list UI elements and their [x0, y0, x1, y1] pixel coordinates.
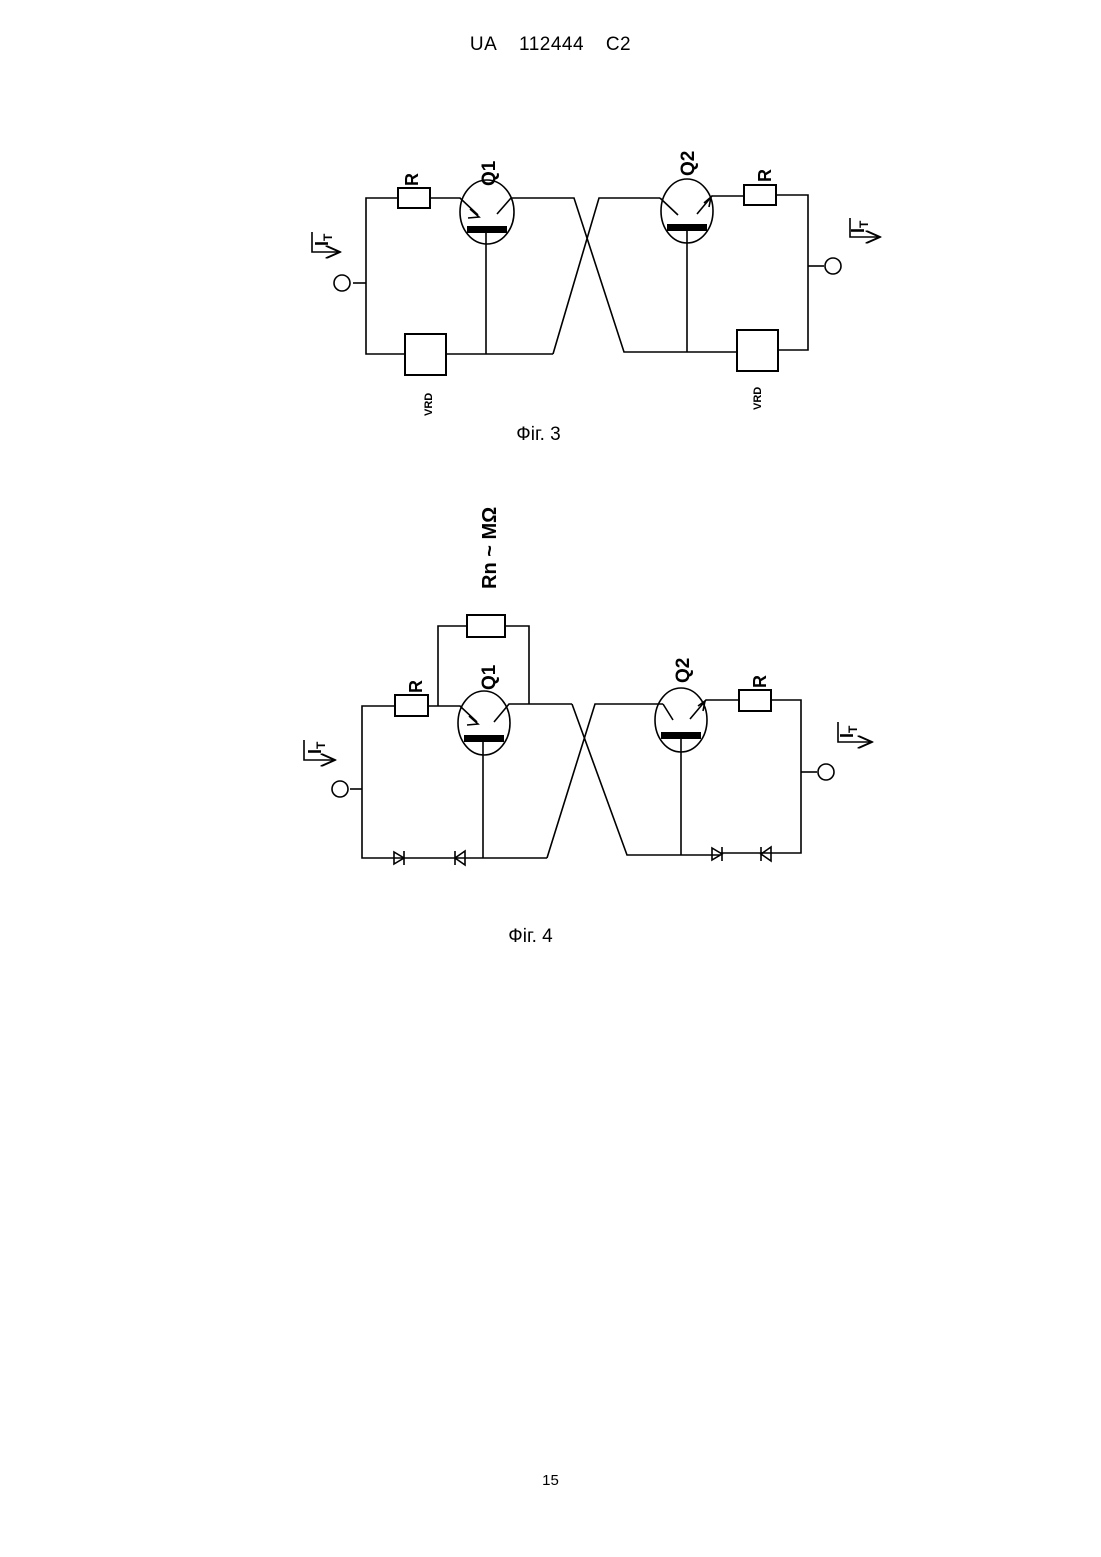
figure-4-schematic: Rn ~ MΩ R Q1 Q2 R — [304, 507, 872, 865]
fig4-resistor-right — [739, 690, 771, 711]
fig4-right-terminal — [818, 764, 834, 780]
fig3-resistor-right — [744, 185, 776, 205]
fig3-transistor-q1 — [460, 180, 514, 244]
fig3-q1-emitter-wire — [430, 198, 478, 215]
fig4-resistor-rn — [467, 615, 505, 637]
fig4-cross-wire-a — [572, 704, 720, 855]
fig4-q2-label: Q2 — [673, 658, 694, 683]
fig3-q2-base-bar — [667, 224, 707, 231]
fig3-q2-collector-link — [660, 198, 678, 215]
fig4-rn-label: Rn ~ MΩ — [479, 507, 501, 589]
fig3-cross-wire-a — [554, 198, 737, 352]
fig4-resistor-left — [395, 695, 428, 716]
fig3-vrd-right — [737, 330, 778, 371]
fig4-rn-right-wire — [505, 626, 529, 704]
fig3-vrd-left — [405, 334, 446, 375]
fig3-left-current-label: IT — [312, 233, 335, 246]
fig4-r-right-label: R — [750, 675, 770, 688]
fig3-r-left-label: R — [402, 173, 422, 186]
fig4-r-left-label: R — [406, 680, 426, 693]
fig3-right-current-label: IT — [848, 220, 871, 233]
fig4-q2-base-bar — [661, 732, 701, 739]
fig4-left-terminal — [332, 781, 348, 797]
fig3-resistor-left — [398, 188, 430, 208]
fig3-vrd-right-label: VRD — [752, 387, 764, 410]
page-number: 15 — [0, 1472, 1101, 1489]
fig4-right-current-label: IT — [837, 725, 860, 738]
fig3-left-terminal — [334, 275, 350, 291]
fig3-r-right-label: R — [755, 169, 775, 182]
fig4-transistor-q1 — [458, 691, 510, 755]
fig3-caption: Фіг. 3 — [0, 424, 1089, 446]
fig4-diode-right-1 — [712, 847, 722, 861]
fig3-q1-label: Q1 — [479, 160, 500, 186]
fig4-left-current-label: IT — [305, 741, 328, 754]
fig4-q2-collector-link — [663, 704, 673, 720]
fig3-q1-base-bar — [467, 226, 507, 233]
fig3-right-loop-wire — [776, 195, 808, 350]
fig4-q1-emitter-wire — [428, 706, 477, 722]
fig4-diode-right-2 — [761, 847, 771, 861]
fig3-right-terminal — [825, 258, 841, 274]
fig4-q1-base-bar — [464, 735, 504, 742]
fig3-q2-emitter-wire — [697, 196, 744, 214]
fig3-vrd-left-label: VRD — [423, 393, 435, 416]
fig4-q1-label: Q1 — [479, 664, 500, 690]
fig4-rn-left-wire — [438, 626, 467, 706]
fig4-cross-wire-b — [547, 704, 663, 858]
fig4-q2-emitter-wire — [690, 700, 739, 719]
figure-3-schematic: R Q1 VRD Q2 R VRD IT — [312, 151, 880, 416]
fig3-cross-wire-b — [553, 198, 660, 354]
fig4-left-loop-wire — [362, 706, 396, 858]
fig3-q1-collector-wire — [497, 198, 554, 214]
fig4-caption: Фіг. 4 — [0, 926, 1081, 948]
fig3-q2-label: Q2 — [678, 151, 699, 176]
fig4-right-loop-wire — [720, 700, 801, 853]
fig3-left-loop-wire — [366, 198, 405, 354]
